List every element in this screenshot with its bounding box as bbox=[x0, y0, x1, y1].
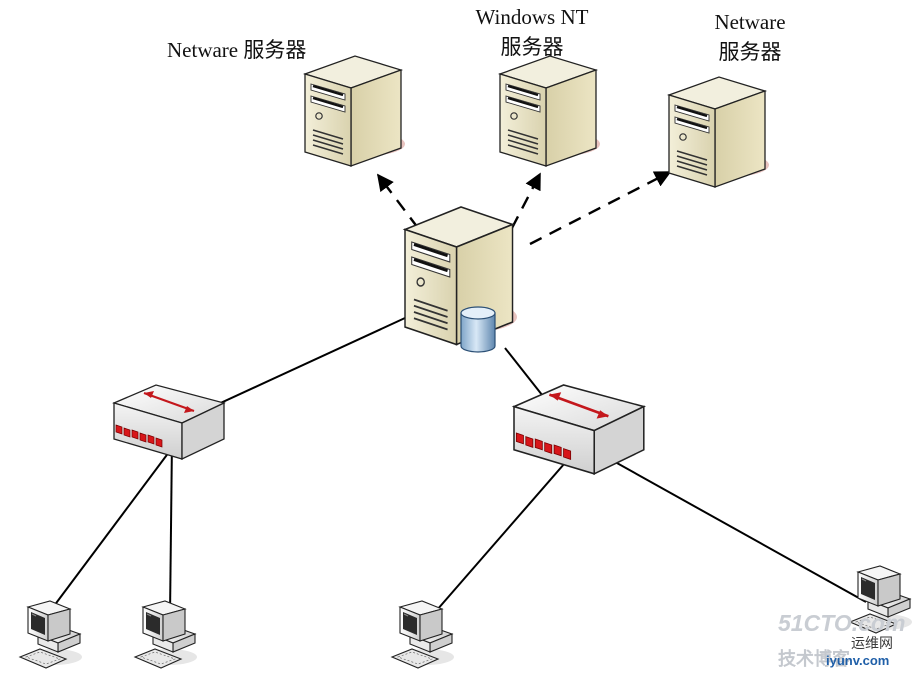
label-netware-right-line1: Netware bbox=[714, 10, 786, 34]
windows-nt-server-icon bbox=[498, 54, 602, 168]
arrow-to-windows-nt bbox=[510, 172, 542, 229]
central-server-icon bbox=[403, 205, 519, 353]
label-windows-nt-line2: 服务器 bbox=[500, 35, 564, 59]
link-switch-pc4 bbox=[589, 447, 867, 603]
label-windows-nt-line1: Windows NT bbox=[475, 5, 589, 29]
connection-lines bbox=[44, 317, 867, 619]
database-icon bbox=[460, 306, 496, 353]
netware-server-left-icon bbox=[303, 54, 407, 168]
label-netware-server-left: Netware 服务器 bbox=[167, 38, 307, 62]
arrow-to-netware-right bbox=[529, 170, 672, 246]
link-switch-pc1 bbox=[44, 439, 179, 619]
watermark-brand: 51CTO.com bbox=[778, 610, 906, 636]
workstation-3-icon bbox=[391, 600, 455, 669]
workstation-1-icon bbox=[19, 600, 83, 669]
link-switch-pc2 bbox=[169, 439, 173, 616]
link-switch-pc3 bbox=[429, 447, 579, 619]
label-netware-right-line2: 服务器 bbox=[718, 40, 782, 64]
watermark-site-cn: 运维网 bbox=[851, 635, 893, 651]
watermark-site-url: iyunv.com bbox=[826, 653, 890, 668]
netware-server-right-icon bbox=[667, 75, 771, 189]
arrow-to-netware-left bbox=[376, 173, 419, 229]
migration-arrows bbox=[376, 170, 672, 246]
switch-right-icon bbox=[512, 383, 646, 476]
workstation-2-icon bbox=[134, 600, 198, 669]
watermark-tagline: 技术博客 bbox=[778, 649, 850, 669]
switch-left-icon bbox=[112, 383, 226, 461]
